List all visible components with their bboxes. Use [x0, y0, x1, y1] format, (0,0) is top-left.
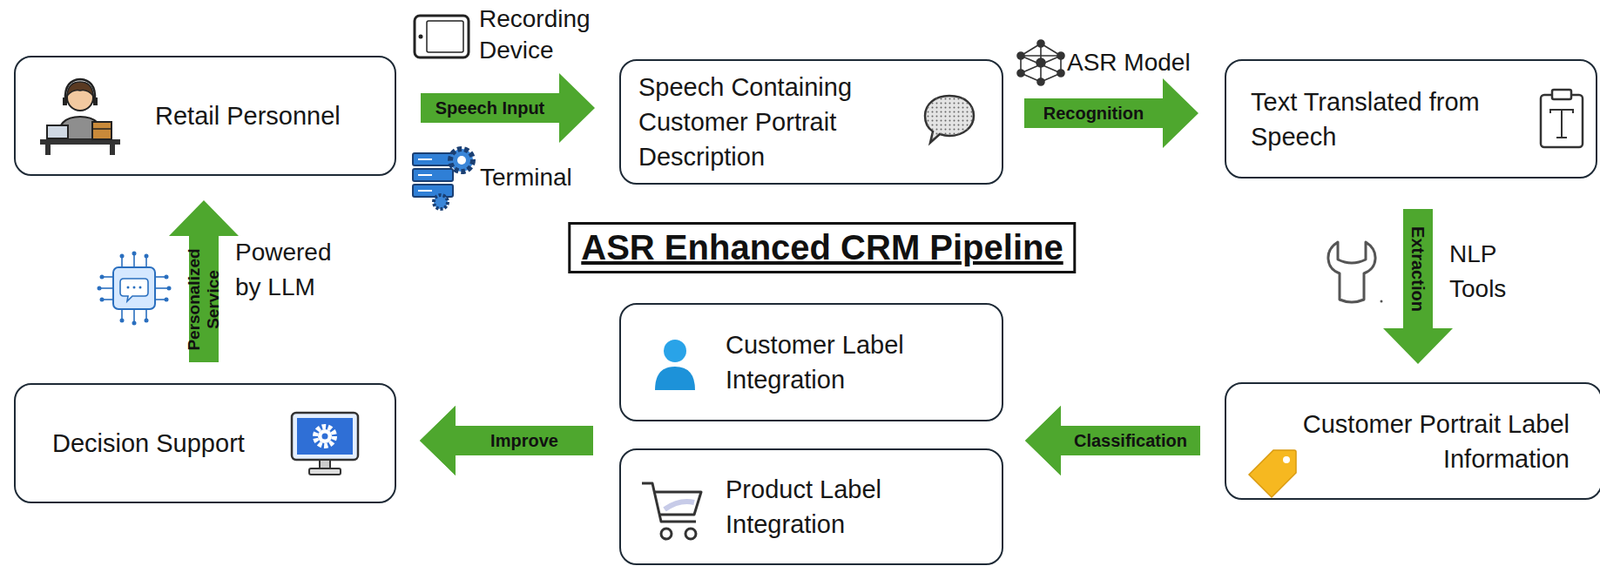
- arrow-label: Speech Input: [435, 98, 546, 118]
- annotation-label: ASR Model: [1066, 47, 1224, 79]
- process-box: Text Translated from Speech: [1224, 59, 1598, 179]
- clipboard-icon: [1535, 87, 1588, 150]
- network-icon: [1017, 40, 1065, 86]
- user-icon: [650, 337, 700, 392]
- flow-arrow: [1024, 78, 1199, 149]
- box-label: Retail Personnel: [155, 98, 378, 134]
- shopping-cart-icon: [640, 476, 707, 547]
- wrench-icon: [1328, 242, 1384, 304]
- annotation-label: Recording Device: [479, 3, 628, 67]
- diagram-title: ASR Enhanced CRM Pipeline: [567, 222, 1076, 274]
- box-label: Customer Label Integration: [725, 327, 985, 398]
- process-box: Customer Portrait Label Information: [1224, 382, 1600, 500]
- server-icon: [412, 148, 473, 210]
- process-box: Decision Support: [13, 383, 397, 504]
- speech-bubble-icon: [921, 92, 978, 147]
- arrow-label: Extraction: [1408, 226, 1428, 312]
- flow-arrow: [1383, 209, 1453, 365]
- agent-icon: [36, 69, 124, 157]
- flow-arrow: [1025, 405, 1201, 476]
- process-box: Speech Containing Customer Portrait Desc…: [619, 59, 1004, 185]
- annotation-label: Terminal: [479, 162, 628, 194]
- process-box: Product Label Integration: [619, 448, 1004, 566]
- process-box: Customer Label Integration: [619, 303, 1004, 422]
- price-tag-icon: [1247, 446, 1300, 500]
- arrow-label: Classification: [1073, 431, 1188, 451]
- annotation-label: Powered by LLM: [235, 235, 340, 305]
- box-label: Text Translated from Speech: [1250, 84, 1523, 155]
- box-label: Decision Support: [52, 425, 280, 461]
- flow-arrow: [419, 405, 594, 476]
- box-label: Speech Containing Customer Portrait Desc…: [638, 69, 919, 175]
- annotation-label: NLP Tools: [1449, 236, 1523, 307]
- box-label: Product Label Integration: [725, 472, 985, 542]
- arrow-label: Recognition: [1043, 103, 1145, 123]
- chip-icon: [97, 251, 172, 326]
- box-label: Customer Portrait Label Information: [1261, 406, 1570, 477]
- monitor-gear-icon: [288, 409, 362, 480]
- arrow-label: Personalized Service: [184, 225, 223, 374]
- arrow-label: Improve: [490, 431, 559, 451]
- flow-arrow: [419, 405, 594, 476]
- flow-arrow: [1025, 405, 1201, 476]
- tablet-icon: [414, 15, 469, 58]
- flow-arrow: [420, 73, 595, 143]
- process-box: Retail Personnel: [13, 55, 397, 176]
